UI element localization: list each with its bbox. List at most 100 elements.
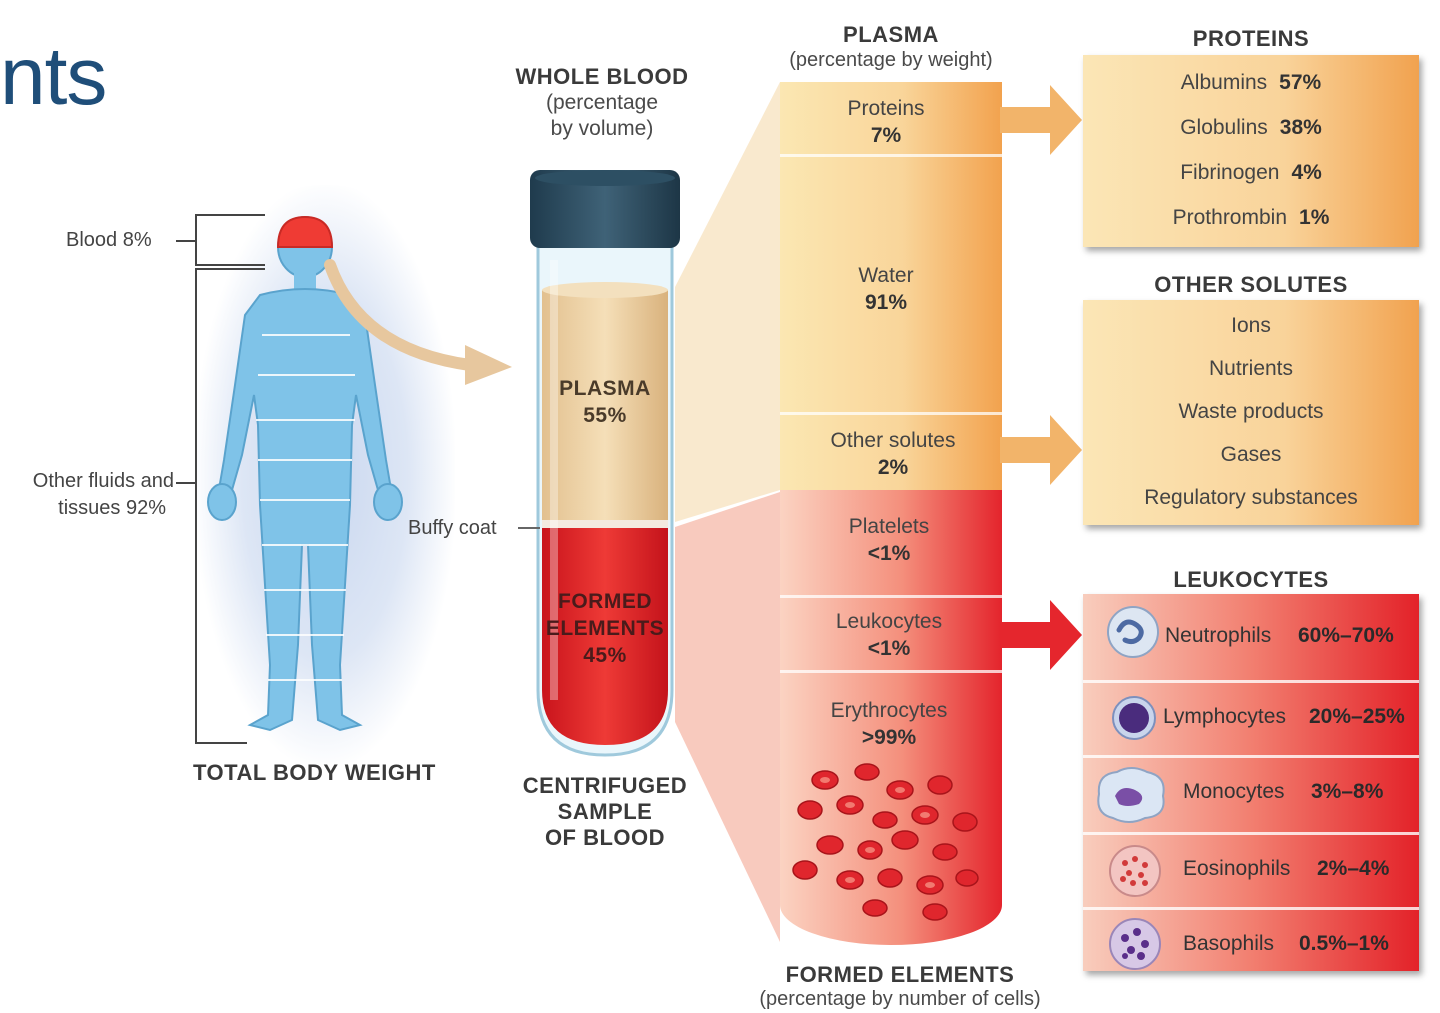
blood-bracket (195, 214, 197, 266)
formed-divider-1 (780, 595, 1002, 598)
leukocyte-pct: 60%–70% (1298, 624, 1394, 647)
leukocyte-row-lymphocytes: Lymphocytes 20%–25% (1083, 683, 1419, 758)
plasma-divider-2 (780, 412, 1002, 415)
solute-item: Regulatory substances (1144, 486, 1358, 509)
leukocyte-name: Neutrophils (1165, 624, 1272, 647)
solute-item: Waste products (1178, 400, 1324, 423)
solute-item: Nutrients (1208, 357, 1294, 380)
formed-platelets-label: Platelets (848, 515, 930, 538)
plasma-solutes-pct: 2% (877, 456, 909, 479)
lymphocyte-icon (1112, 696, 1156, 740)
proteins-box: Albumins 57% Globulins 38% Fibrinogen 4% Pr… (1083, 55, 1419, 247)
tube-formed-line1: FORMED (558, 590, 652, 613)
protein-name: Globulins (1180, 116, 1268, 139)
blood-bracket-tick (176, 240, 195, 242)
buffy-coat-pointer (518, 527, 540, 529)
leukocyte-row-eosinophils: Eosinophils 2%–4% (1083, 835, 1419, 910)
blood-bracket-bottom (195, 264, 265, 266)
other-solutes-box: Ions Nutrients Waste products Gases Regu… (1083, 300, 1419, 525)
leukocyte-row-basophils: Basophils 0.5%–1% (1083, 910, 1419, 980)
other-bracket-bottom (195, 742, 247, 744)
protein-name: Albumins (1180, 71, 1268, 94)
protein-pct: 38% (1279, 116, 1322, 139)
human-body-figure (207, 215, 403, 732)
formed-segment-leukocytes: Leukocytes <1% (778, 608, 1000, 662)
monocyte-icon (1097, 767, 1165, 823)
leukocyte-row-monocytes: Monocytes 3%–8% (1083, 758, 1419, 835)
arrow-to-leukocytes (1000, 600, 1082, 670)
page-title-fragment: nts (0, 31, 107, 122)
whole-blood-heading: WHOLE BLOOD (515, 64, 689, 89)
other-fluids-label-line1: Other fluids and (32, 470, 174, 492)
proteins-heading: PROTEINS (1192, 26, 1310, 51)
head-to-tube-arrow (324, 259, 512, 385)
formed-leukocytes-label: Leukocytes (835, 610, 943, 633)
plasma-subheading: (percentage by weight) (789, 49, 993, 71)
leukocytes-heading: LEUKOCYTES (1173, 567, 1329, 592)
plasma-segment-solutes: Other solutes 2% (782, 427, 1004, 481)
buffy-coat-label: Buffy coat (408, 517, 497, 539)
protein-name: Fibrinogen (1180, 161, 1280, 184)
expansion-wedges (675, 82, 780, 942)
erythrocytes-illustration (792, 763, 979, 921)
plasma-water-pct: 91% (864, 291, 908, 314)
leukocyte-pct: 0.5%–1% (1299, 932, 1389, 955)
tube-caption-line3: OF BLOOD (544, 825, 666, 850)
tube-formed-line2: ELEMENTS (545, 617, 665, 640)
tube-formed-pct: 45% (583, 644, 627, 667)
blood-percentage-label: Blood 8% (66, 229, 152, 251)
protein-item: Prothrombin 1% (1083, 206, 1419, 230)
eosinophil-icon (1109, 845, 1161, 897)
formed-platelets-pct: <1% (867, 542, 911, 565)
centrifuged-tube (530, 170, 680, 757)
plasma-divider-1 (780, 154, 1002, 157)
tube-caption-line2: SAMPLE (557, 799, 653, 824)
protein-item: Globulins 38% (1083, 116, 1419, 140)
leukocytes-box: Neutrophils 60%–70% Lymphocytes 20%–25% … (1083, 594, 1419, 971)
formed-divider-2 (780, 670, 1002, 673)
tube-plasma-label: PLASMA (559, 377, 651, 400)
other-solutes-heading: OTHER SOLUTES (1154, 272, 1348, 297)
leukocyte-name: Eosinophils (1183, 857, 1291, 880)
formed-segment-erythrocytes: Erythrocytes >99% (778, 697, 1000, 751)
whole-blood-sub-line1: (percentage (545, 91, 659, 114)
plasma-proteins-pct: 7% (870, 124, 902, 147)
plasma-column (780, 82, 1002, 490)
solute-item: Ions (1231, 314, 1271, 337)
leukocyte-name: Monocytes (1183, 780, 1285, 803)
protein-pct: 4% (1291, 161, 1322, 184)
other-fluids-label-line2: tissues 92% (58, 497, 166, 519)
protein-item: Fibrinogen 4% (1083, 161, 1419, 185)
tube-plasma-pct: 55% (583, 404, 627, 427)
basophil-icon (1109, 918, 1161, 970)
protein-name: Prothrombin (1172, 206, 1288, 229)
formed-segment-platelets: Platelets <1% (778, 513, 1000, 567)
leukocyte-name: Basophils (1183, 932, 1275, 955)
formed-elements-subheading: (percentage by number of cells) (759, 988, 1041, 1010)
formed-leukocytes-pct: <1% (867, 637, 911, 660)
leukocyte-pct: 2%–4% (1317, 857, 1390, 880)
arrow-to-other-solutes (1000, 415, 1082, 485)
plasma-segment-proteins: Proteins 7% (775, 95, 997, 149)
blood-bracket-top (195, 214, 265, 216)
leukocyte-name: Lymphocytes (1163, 705, 1286, 728)
arrow-to-proteins (1000, 85, 1082, 155)
leukocyte-pct: 20%–25% (1309, 705, 1405, 728)
formed-elements-heading: FORMED ELEMENTS (785, 962, 1015, 987)
plasma-segment-water: Water 91% (775, 262, 997, 316)
solute-item: Gases (1220, 443, 1282, 466)
formed-erythrocytes-label: Erythrocytes (830, 699, 948, 722)
leukocyte-row-neutrophils: Neutrophils 60%–70% (1083, 594, 1419, 683)
protein-pct: 1% (1299, 206, 1330, 229)
total-body-weight-caption: TOTAL BODY WEIGHT (193, 760, 436, 785)
leukocyte-pct: 3%–8% (1311, 780, 1384, 803)
other-bracket (195, 268, 197, 744)
other-bracket-tick (176, 482, 195, 484)
tube-caption-line1: CENTRIFUGED (522, 773, 688, 798)
whole-blood-sub-line2: by volume) (550, 117, 654, 140)
protein-pct: 57% (1279, 71, 1322, 94)
formed-erythrocytes-pct: >99% (861, 726, 917, 749)
neutrophil-icon (1107, 606, 1159, 658)
plasma-solutes-label: Other solutes (830, 429, 956, 452)
protein-item: Albumins 57% (1083, 71, 1419, 95)
